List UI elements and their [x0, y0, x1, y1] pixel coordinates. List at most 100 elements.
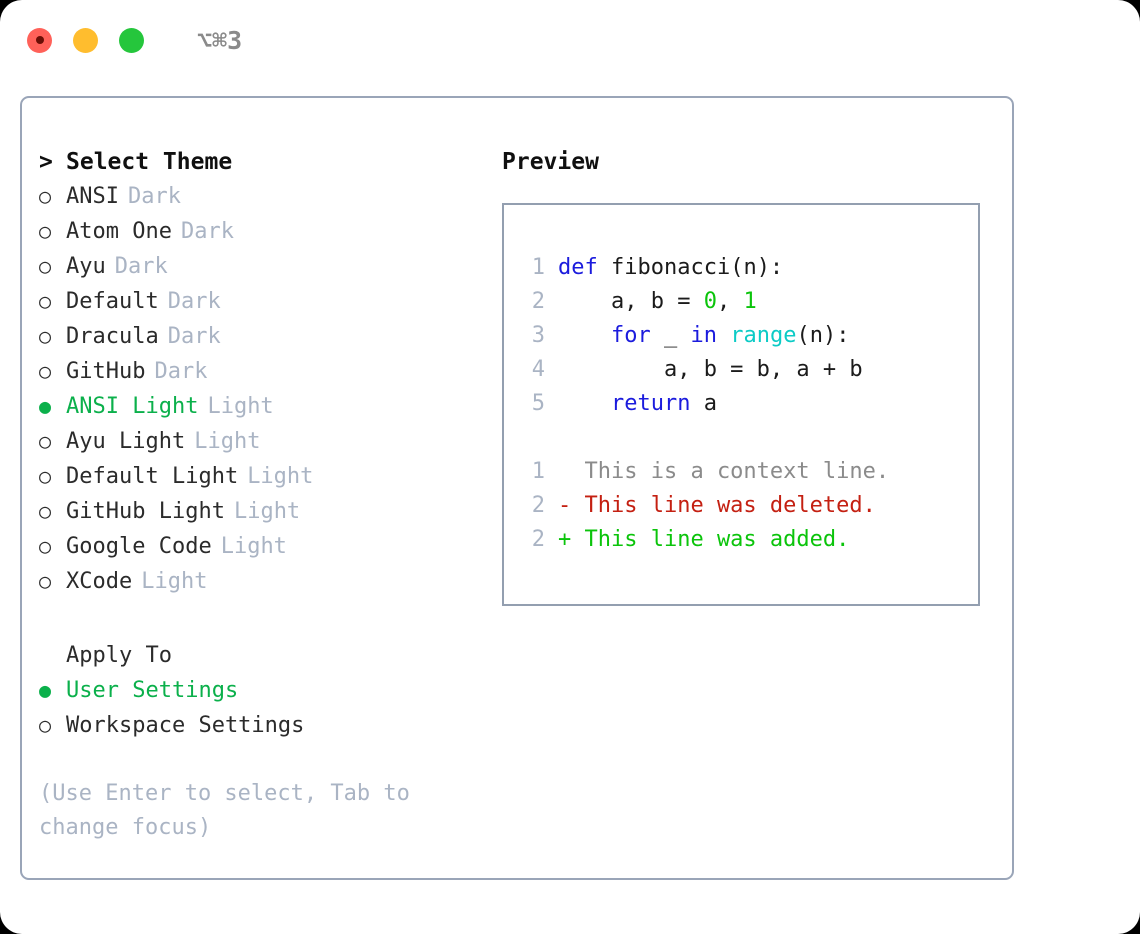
- code-token-plain: a: [690, 391, 717, 416]
- radio-selected-icon: ●: [39, 394, 52, 418]
- code-line: 3 for _ in range(n):: [519, 319, 889, 353]
- code-line: 2 a, b = 0, 1: [519, 285, 889, 319]
- keyboard-shortcut-label: ⌥⌘3: [197, 25, 243, 55]
- theme-option-kind: Dark: [154, 359, 208, 384]
- theme-option-default[interactable]: ○ Default Dark: [39, 284, 489, 319]
- code-line-text: return a: [558, 387, 717, 421]
- theme-option-label: ANSI Light: [66, 394, 199, 419]
- code-line-text: a, b = 0, 1: [558, 285, 757, 319]
- preview-heading: Preview: [502, 149, 599, 175]
- diff-line: 1 This is a context line.: [519, 455, 889, 489]
- theme-option-label: Atom One: [66, 219, 172, 244]
- line-number: 1: [531, 459, 545, 484]
- radio-unselected-icon: ○: [39, 534, 52, 558]
- theme-option-kind: Dark: [114, 254, 168, 279]
- theme-option-kind: Dark: [180, 219, 234, 244]
- code-token-plain: [558, 323, 611, 348]
- line-number: 5: [531, 391, 545, 416]
- code-line-text: a, b = b, a + b: [558, 353, 863, 387]
- theme-option-label: XCode: [66, 569, 133, 594]
- theme-option-kind: Light: [247, 464, 314, 489]
- section-heading-apply-to: Apply To: [66, 643, 172, 668]
- caret-indicator: >: [39, 149, 53, 175]
- diff-line: 2 - This line was deleted.: [519, 489, 889, 523]
- code-token-plain: ,: [716, 289, 744, 314]
- theme-option-kind: Light: [207, 394, 274, 419]
- code-line-text: def fibonacci(n):: [558, 251, 783, 285]
- code-token-num: 1: [743, 289, 757, 314]
- theme-option-kind: Light: [194, 429, 261, 454]
- apply-to-option-workspace-settings[interactable]: ○Workspace Settings: [39, 708, 489, 743]
- apply-to-option-list: ● User Settings ○Workspace Settings: [39, 673, 489, 743]
- theme-option-github[interactable]: ○ GitHub Dark: [39, 354, 489, 389]
- line-number: 1: [531, 255, 545, 280]
- section-heading-label: Select Theme: [66, 149, 233, 175]
- radio-unselected-icon: ○: [39, 359, 52, 383]
- code-line-text: for _ in range(n):: [558, 319, 849, 353]
- code-token-fn: range: [730, 323, 797, 348]
- theme-option-ayu[interactable]: ○ Ayu Dark: [39, 249, 489, 284]
- theme-option-label: GitHub: [66, 359, 146, 384]
- line-number: 2: [531, 527, 545, 552]
- diff-line-text: - This line was deleted.: [558, 493, 876, 518]
- theme-option-ayu-light[interactable]: ○ Ayu Light Light: [39, 424, 489, 459]
- code-token-plain: fibonacci(n):: [597, 255, 784, 280]
- theme-option-label: Ayu: [66, 254, 106, 279]
- code-token-kw: return: [610, 391, 691, 416]
- diff-line-text: + This line was added.: [558, 527, 850, 552]
- code-token-plain: (n):: [796, 323, 850, 348]
- apply-to-option-user-settings[interactable]: ● User Settings: [39, 673, 489, 708]
- theme-option-kind: Dark: [167, 289, 221, 314]
- line-number: 2: [531, 493, 545, 518]
- code-token-kw: def: [558, 255, 598, 280]
- window-controls: [27, 27, 144, 53]
- minimize-button[interactable]: [73, 27, 98, 53]
- theme-option-label: Default: [66, 289, 159, 314]
- code-token-kw: for: [610, 323, 651, 348]
- close-button[interactable]: [27, 27, 52, 53]
- radio-unselected-icon: ○: [39, 324, 52, 348]
- code-token-num: 0: [703, 289, 717, 314]
- code-line: 1 def fibonacci(n):: [519, 251, 889, 285]
- code-token-kw: in: [690, 323, 717, 348]
- code-line: 5 return a: [519, 387, 889, 421]
- theme-option-ansi-light[interactable]: ● ANSI Light Light: [39, 389, 489, 424]
- theme-option-github-light[interactable]: ○ GitHub Light Light: [39, 494, 489, 529]
- apply-to-option-label: User Settings: [66, 678, 239, 703]
- theme-option-label: GitHub Light: [66, 499, 225, 524]
- code-token-plain: a, b =: [558, 289, 704, 314]
- theme-option-kind: Light: [233, 499, 301, 524]
- radio-unselected-icon: ○: [39, 464, 52, 488]
- code-line: 4 a, b = b, a + b: [519, 353, 889, 387]
- radio-unselected-icon: ○: [39, 429, 52, 453]
- line-number: 2: [531, 289, 545, 314]
- radio-unselected-icon: ○: [39, 499, 52, 523]
- diff-sample: 1 This is a context line. 2 - This line wa…: [519, 455, 889, 557]
- line-number: 3: [531, 323, 545, 348]
- zoom-button[interactable]: [119, 27, 144, 53]
- code-token-plain: [717, 323, 730, 348]
- radio-unselected-icon: ○: [39, 254, 52, 278]
- theme-option-label: Ayu Light: [66, 429, 186, 454]
- apply-to-option-label: Workspace Settings: [66, 713, 305, 738]
- theme-option-kind: Light: [220, 534, 287, 559]
- radio-selected-icon: ●: [39, 678, 52, 702]
- radio-unselected-icon: ○: [39, 289, 52, 313]
- diff-line-text: This is a context line.: [558, 459, 890, 484]
- radio-unselected-icon: ○: [39, 184, 52, 208]
- title-bar: ⌥⌘3: [0, 0, 1140, 80]
- code-token-plain: a, b = b, a + b: [558, 357, 863, 382]
